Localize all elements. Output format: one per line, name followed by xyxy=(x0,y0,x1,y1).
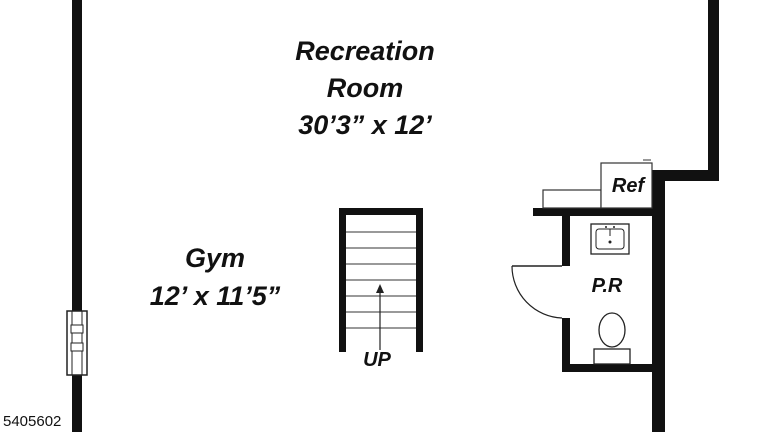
recreation-room-name: Recreation Room xyxy=(235,33,495,107)
door-swing xyxy=(511,265,563,319)
refrigerator-label: Ref xyxy=(611,175,645,197)
sink-icon xyxy=(590,223,630,255)
recreation-room-dimensions: 30’3” x 12’ xyxy=(298,110,432,140)
recreation-room-name-line1: Recreation xyxy=(295,36,435,66)
left-wall xyxy=(72,0,82,432)
recreation-room-name-line2: Room xyxy=(326,73,404,103)
gym-name: Gym xyxy=(184,243,246,273)
counter xyxy=(542,159,653,209)
window xyxy=(66,310,88,376)
right-upper-wall xyxy=(708,0,719,181)
stairs-up-label: UP xyxy=(363,349,391,371)
powder-room-label: P.R xyxy=(591,275,623,297)
powder-room-walls xyxy=(533,208,658,372)
staircase xyxy=(339,208,423,352)
toilet-icon xyxy=(593,312,631,365)
right-jog-wall xyxy=(652,170,719,181)
listing-id: 5405602 xyxy=(3,413,62,430)
gym-dimensions: 12’ x 11’5” xyxy=(149,281,281,311)
stair-arrow-head xyxy=(376,284,384,293)
